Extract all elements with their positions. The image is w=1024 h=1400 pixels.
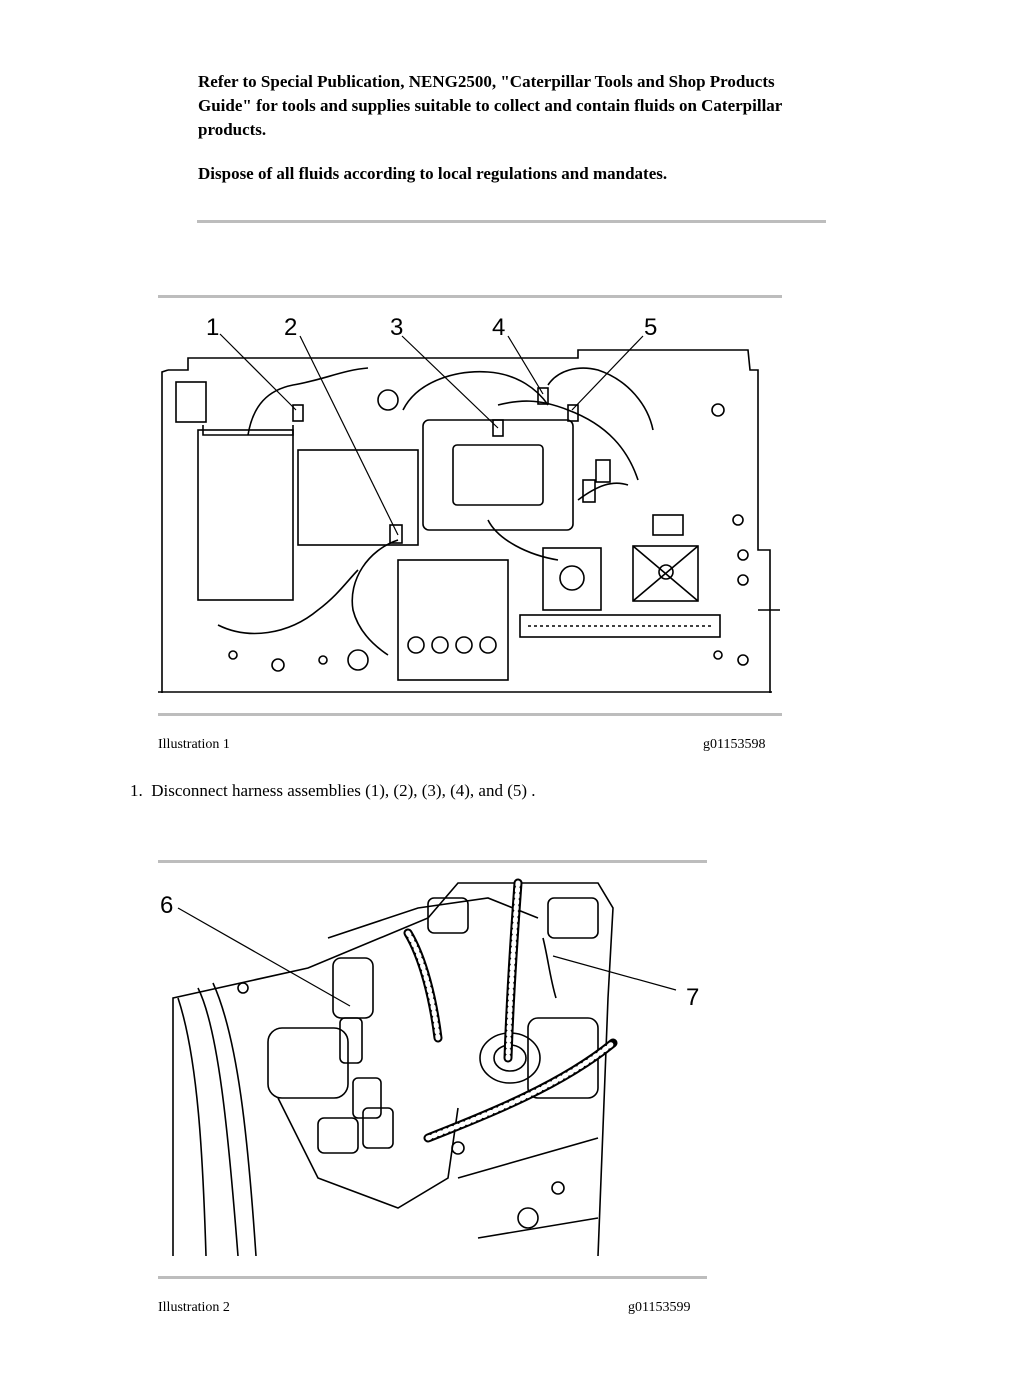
dispose-note: Dispose of all fluids according to local… <box>198 164 668 183</box>
callout-2: 2 <box>284 314 297 341</box>
illustration-caption: Illustration 1 <box>158 737 230 752</box>
step-number: 1. <box>130 781 143 800</box>
callout-1: 1 <box>206 314 219 341</box>
figure-top-rule <box>158 295 782 298</box>
illustration-caption: Illustration 2 <box>158 1300 230 1315</box>
refer-note: Refer to Special Publication, NENG2500, … <box>198 72 783 139</box>
callout-3: 3 <box>390 314 403 341</box>
figure-bottom-rule <box>158 713 782 716</box>
callout-4: 4 <box>492 314 505 341</box>
callout-6: 6 <box>160 892 173 919</box>
step-item: 1. Disconnect harness assemblies (1), (2… <box>130 781 536 801</box>
illustration-id: g01153599 <box>628 1300 691 1315</box>
step-text: Disconnect harness assemblies (1), (2), … <box>151 781 536 800</box>
engine-harness-illustration-2: 6 7 <box>160 878 699 1257</box>
figure-bottom-rule <box>158 1276 707 1279</box>
engine-harness-illustration-1: 1 2 3 4 5 <box>158 314 780 693</box>
callout-5: 5 <box>644 314 657 341</box>
figure-top-rule <box>158 860 707 863</box>
divider <box>197 220 826 223</box>
callout-7: 7 <box>686 984 699 1011</box>
illustration-id: g01153598 <box>703 737 766 752</box>
